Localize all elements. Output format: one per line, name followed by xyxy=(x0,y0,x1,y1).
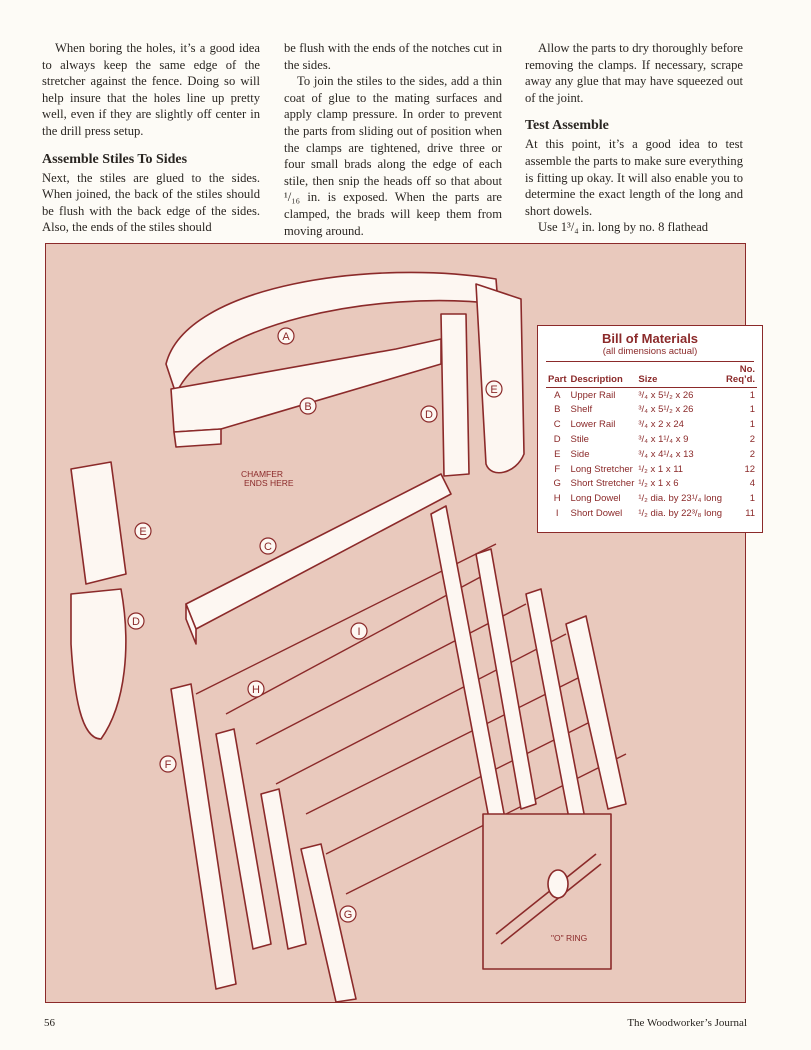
bom-cell-description: Stile xyxy=(570,433,589,445)
callout-f: F xyxy=(165,759,172,771)
bom-cell-part: D xyxy=(553,433,561,445)
stretcher-f-1 xyxy=(170,683,237,990)
bom-cell-description: Long Dowel xyxy=(570,493,621,505)
bom-cell-description: Side xyxy=(570,448,590,460)
page-number: 56 xyxy=(44,1017,55,1029)
bom-cell-description: Short Stretcher xyxy=(570,478,635,490)
bom-header-part: Part xyxy=(546,364,569,388)
section-heading: Test Assemble xyxy=(525,118,609,134)
section-heading: Assemble Stiles To Sides xyxy=(42,151,188,167)
stile-left-shape xyxy=(70,588,127,740)
bom-cell-size: ¹/₂ dia. by 23¹/₄ long xyxy=(638,493,722,505)
bom-cell-description: Shelf xyxy=(570,404,593,416)
lower-rail-shape xyxy=(185,473,452,630)
chamfer-note: CHAMFER xyxy=(241,469,283,479)
bom-cell-size: ³/₄ x 5¹/₂ x 26 xyxy=(638,389,694,401)
text-column-3: Allow the parts to dry thoroughly before… xyxy=(525,40,743,236)
bom-cell-required: 1 xyxy=(749,404,756,416)
callout-e: E xyxy=(490,384,497,396)
bom-row: A Upper Rail ³/₄ x 5¹/₂ x 26 1 xyxy=(546,388,757,403)
bom-header-row: Part Description Size No. Req’d. xyxy=(546,364,758,388)
bom-header-description: Description xyxy=(568,364,637,388)
bom-cell-part: C xyxy=(553,419,561,431)
bom-cell-description: Upper Rail xyxy=(570,389,616,401)
callout-h: H xyxy=(252,684,260,696)
paragraph: Allow the parts to dry thoroughly before… xyxy=(525,41,743,105)
bom-cell-part: F xyxy=(554,463,561,475)
bom-cell-size: ³/₄ x 2 x 24 xyxy=(638,419,684,431)
stretcher-f-3 xyxy=(260,788,307,950)
bom-row: B Shelf ³/₄ x 5¹/₂ x 26 1 xyxy=(546,403,757,418)
stile-right-shape xyxy=(440,313,470,477)
bom-cell-required: 12 xyxy=(744,463,756,475)
bom-cell-description: Lower Rail xyxy=(570,419,616,431)
paragraph: When boring the holes, it’s a good idea … xyxy=(42,41,260,138)
bom-cell-required: 4 xyxy=(749,478,756,490)
stretcher-g xyxy=(300,843,357,1002)
bom-header-required: No. Req’d. xyxy=(724,364,758,388)
text-column-1: When boring the holes, it’s a good idea … xyxy=(42,40,260,236)
callout-c: C xyxy=(264,541,272,553)
bom-subtitle: (all dimensions actual) xyxy=(546,346,754,362)
o-ring-note: "O" RING xyxy=(551,933,587,943)
bom-row: D Stile ³/₄ x 1¹/₄ x 9 2 xyxy=(546,432,757,447)
bom-cell-description: Long Stretcher xyxy=(570,463,633,475)
paragraph: Use 1³/₄ in. long by no. 8 flathead xyxy=(538,220,709,235)
callout-b: B xyxy=(304,401,311,413)
paragraph: be flush with the ends of the notches cu… xyxy=(284,41,502,72)
callout-e: E xyxy=(139,526,146,538)
paragraph: At this point, it’s a good idea to test … xyxy=(525,137,743,218)
stretcher-f-2 xyxy=(215,728,272,950)
bom-cell-required: 1 xyxy=(749,493,756,505)
bom-table: Part Description Size No. Req’d. A Upper … xyxy=(546,364,758,521)
bom-cell-required: 2 xyxy=(749,433,756,445)
callout-g: G xyxy=(344,909,353,921)
bom-header-size: Size xyxy=(636,364,725,388)
bom-cell-required: 1 xyxy=(749,389,756,401)
side-left-shape xyxy=(70,461,127,585)
side-right-shape xyxy=(475,283,525,474)
bom-row: H Long Dowel ¹/₂ dia. by 23¹/₄ long 1 xyxy=(546,491,757,506)
bom-cell-part: B xyxy=(554,404,561,416)
callout-i: I xyxy=(357,626,360,638)
callout-a: A xyxy=(282,331,290,343)
paragraph: Next, the stiles are glued to the sides.… xyxy=(42,170,260,235)
bom-title: Bill of Materials xyxy=(601,331,699,346)
bom-cell-part: H xyxy=(553,493,561,505)
bom-cell-part: E xyxy=(554,448,561,460)
bom-cell-size: ¹/₂ dia. by 22³/₈ long xyxy=(638,507,723,519)
bom-row: I Short Dowel ¹/₂ dia. by 22³/₈ long 11 xyxy=(546,506,757,521)
bom-cell-part: G xyxy=(553,478,561,490)
bom-cell-description: Short Dowel xyxy=(570,507,623,519)
bom-cell-required: 2 xyxy=(749,448,756,460)
callout-d: D xyxy=(425,409,433,421)
bom-cell-required: 1 xyxy=(749,419,756,431)
chamfer-note: ENDS HERE xyxy=(244,478,294,488)
journal-name: The Woodworker’s Journal xyxy=(627,1017,747,1029)
callout-d: D xyxy=(132,616,140,628)
bom-cell-size: ¹/₂ x 1 x 11 xyxy=(638,463,684,475)
bom-cell-part: A xyxy=(554,389,561,401)
bom-row: E Side ³/₄ x 4¹/₄ x 13 2 xyxy=(546,447,757,462)
bill-of-materials: Bill of Materials (all dimensions actual… xyxy=(537,325,763,533)
inset-detail xyxy=(482,813,612,970)
paragraph: To join the stiles to the sides, add a t… xyxy=(284,74,502,238)
bom-cell-part: I xyxy=(555,507,559,519)
bom-row: C Lower Rail ³/₄ x 2 x 24 1 xyxy=(546,418,757,433)
text-column-2: be flush with the ends of the notches cu… xyxy=(284,40,502,239)
bom-cell-size: ³/₄ x 4¹/₄ x 13 xyxy=(638,448,694,460)
bom-row: F Long Stretcher ¹/₂ x 1 x 11 12 xyxy=(546,462,757,477)
bom-cell-size: ¹/₂ x 1 x 6 xyxy=(638,478,679,490)
exploded-view-drawing: A B C D E E D F G H I CHAMFER ENDS HERE … xyxy=(70,271,627,1002)
bom-cell-size: ³/₄ x 5¹/₂ x 26 xyxy=(638,404,694,416)
bom-cell-required: 11 xyxy=(745,507,756,519)
bom-cell-size: ³/₄ x 1¹/₄ x 9 xyxy=(638,433,689,445)
